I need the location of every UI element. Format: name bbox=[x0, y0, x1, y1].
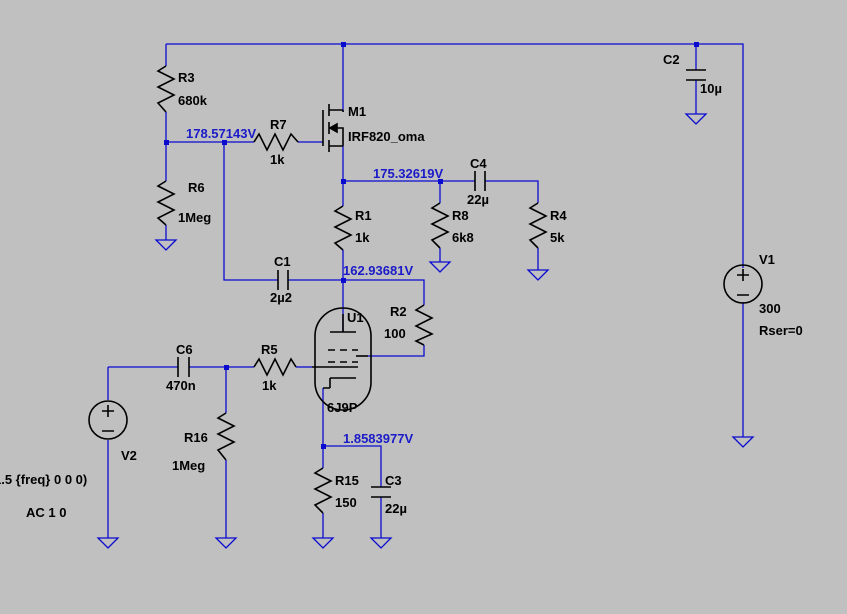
capacitor-c1[interactable] bbox=[277, 270, 289, 290]
resistor-r4[interactable] bbox=[528, 202, 548, 249]
c4-value: 22µ bbox=[467, 192, 489, 207]
resistor-r5[interactable] bbox=[253, 357, 297, 377]
c1-value: 2µ2 bbox=[270, 290, 292, 305]
v1-extra: Rser=0 bbox=[759, 323, 803, 338]
r3-value: 680k bbox=[178, 93, 208, 108]
m1-value: IRF820_oma bbox=[348, 129, 425, 144]
c2-value: 10µ bbox=[700, 81, 722, 96]
resistor-r6[interactable] bbox=[156, 180, 176, 226]
m1-ref: M1 bbox=[348, 104, 366, 119]
c4-ref: C4 bbox=[470, 156, 487, 171]
wires bbox=[107, 43, 744, 538]
v1-value: 300 bbox=[759, 301, 781, 316]
resistor-r15[interactable] bbox=[313, 467, 333, 514]
node-voltage-source: 175.32619V bbox=[373, 166, 443, 181]
r7-ref: R7 bbox=[270, 117, 287, 132]
mosfet-m1[interactable] bbox=[322, 104, 344, 152]
resistor-r2[interactable] bbox=[414, 304, 434, 346]
r15-ref: R15 bbox=[335, 473, 359, 488]
r6-ref: R6 bbox=[188, 180, 205, 195]
u1-value: 6J9P bbox=[327, 400, 358, 415]
r15-value: 150 bbox=[335, 495, 357, 510]
v2-extra: AC 1 0 bbox=[26, 505, 66, 520]
c6-value: 470n bbox=[166, 378, 196, 393]
node-voltage-anode: 162.93681V bbox=[343, 263, 413, 278]
ground-symbols bbox=[96, 113, 755, 549]
capacitor-c3[interactable] bbox=[371, 486, 391, 498]
capacitor-c2[interactable] bbox=[686, 69, 706, 81]
c6-ref: C6 bbox=[176, 342, 193, 357]
c2-ref: C2 bbox=[663, 52, 680, 67]
capacitor-c4[interactable] bbox=[474, 171, 486, 191]
resistor-r16[interactable] bbox=[216, 412, 236, 461]
r3-ref: R3 bbox=[178, 70, 195, 85]
r5-ref: R5 bbox=[261, 342, 278, 357]
triode-u1[interactable] bbox=[312, 307, 372, 411]
resistor-r1[interactable] bbox=[333, 205, 353, 251]
r7-value: 1k bbox=[270, 152, 285, 167]
junctions bbox=[164, 42, 699, 449]
node-voltage-cathode: 1.8583977V bbox=[343, 431, 413, 446]
node-voltage-gate: 178.57143V bbox=[186, 126, 256, 141]
v1-ref: V1 bbox=[759, 252, 775, 267]
r1-value: 1k bbox=[355, 230, 370, 245]
capacitor-c6[interactable] bbox=[177, 357, 190, 377]
c3-ref: C3 bbox=[385, 473, 402, 488]
resistor-r7[interactable] bbox=[253, 132, 299, 152]
resistor-r8[interactable] bbox=[430, 202, 450, 249]
r2-ref: R2 bbox=[390, 304, 407, 319]
c3-value: 22µ bbox=[385, 501, 407, 516]
v2-ref: V2 bbox=[121, 448, 137, 463]
r5-value: 1k bbox=[262, 378, 277, 393]
r8-value: 6k8 bbox=[452, 230, 474, 245]
r6-value: 1Meg bbox=[178, 210, 211, 225]
c1-ref: C1 bbox=[274, 254, 291, 269]
r4-ref: R4 bbox=[550, 208, 567, 223]
r16-value: 1Meg bbox=[172, 458, 205, 473]
r4-value: 5k bbox=[550, 230, 565, 245]
r8-ref: R8 bbox=[452, 208, 469, 223]
resistor-r3[interactable] bbox=[156, 65, 176, 113]
voltage-source-v1[interactable] bbox=[723, 264, 763, 304]
r2-value: 100 bbox=[384, 326, 406, 341]
r16-ref: R16 bbox=[184, 430, 208, 445]
r1-ref: R1 bbox=[355, 208, 372, 223]
u1-ref: U1 bbox=[347, 310, 364, 325]
voltage-source-v2[interactable] bbox=[88, 400, 128, 440]
v2-value: 1.5 {freq} 0 0 0) bbox=[0, 472, 87, 487]
